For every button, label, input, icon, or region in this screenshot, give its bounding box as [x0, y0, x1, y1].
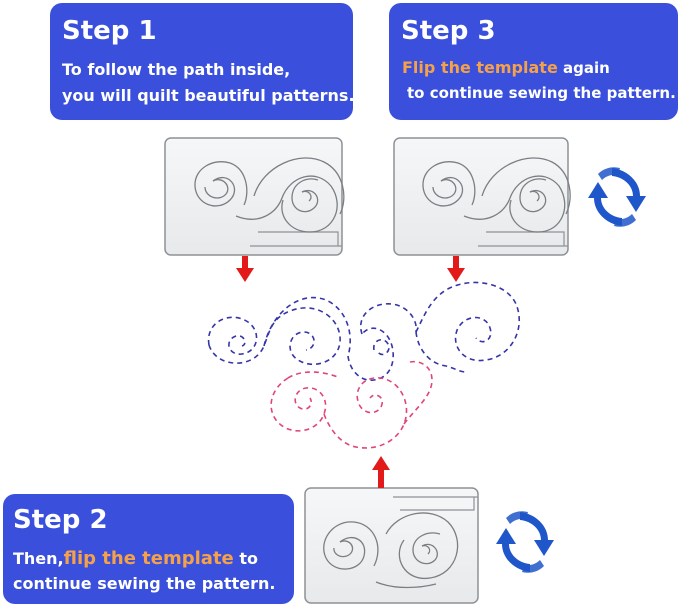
step-1-title: Step 1	[62, 16, 157, 46]
step-3-line-1-rest: again	[557, 59, 610, 77]
rotate-arrows-icon	[588, 167, 646, 227]
dashed-path-pink	[270, 360, 433, 449]
step-2-line-1: Then,flip the template to	[13, 549, 258, 569]
dashed-path-blue	[207, 281, 521, 381]
step-3-title: Step 3	[401, 16, 496, 46]
step-2-title: Step 2	[13, 505, 108, 535]
template-1	[164, 137, 345, 256]
step-3-box: Step 3 Flip the template again to contin…	[389, 3, 678, 120]
step-1-line-1: To follow the path inside,	[62, 60, 291, 79]
step-3-highlight: Flip the template	[402, 58, 558, 77]
step-1-box: Step 1 To follow the path inside, you wi…	[50, 3, 355, 120]
step-3-line-1: Flip the template again	[402, 58, 610, 78]
step-1-line-2: you will quilt beautiful patterns.	[62, 86, 355, 105]
arrow-up-icon	[372, 456, 390, 488]
step-3-line-2: to continue sewing the pattern.	[407, 84, 676, 102]
arrow-down-icon	[236, 256, 254, 282]
template-3	[304, 487, 479, 604]
step-2-line-1-prefix: Then,	[13, 549, 64, 568]
step-2-line-1-rest: to	[233, 549, 258, 568]
step-2-box: Step 2 Then,flip the template to continu…	[3, 494, 294, 604]
rotate-arrows-icon	[496, 511, 554, 573]
step-2-line-2: continue sewing the pattern.	[13, 574, 276, 593]
template-2	[393, 137, 571, 256]
step-2-highlight: flip the template	[63, 548, 234, 569]
arrow-down-icon	[447, 256, 465, 282]
